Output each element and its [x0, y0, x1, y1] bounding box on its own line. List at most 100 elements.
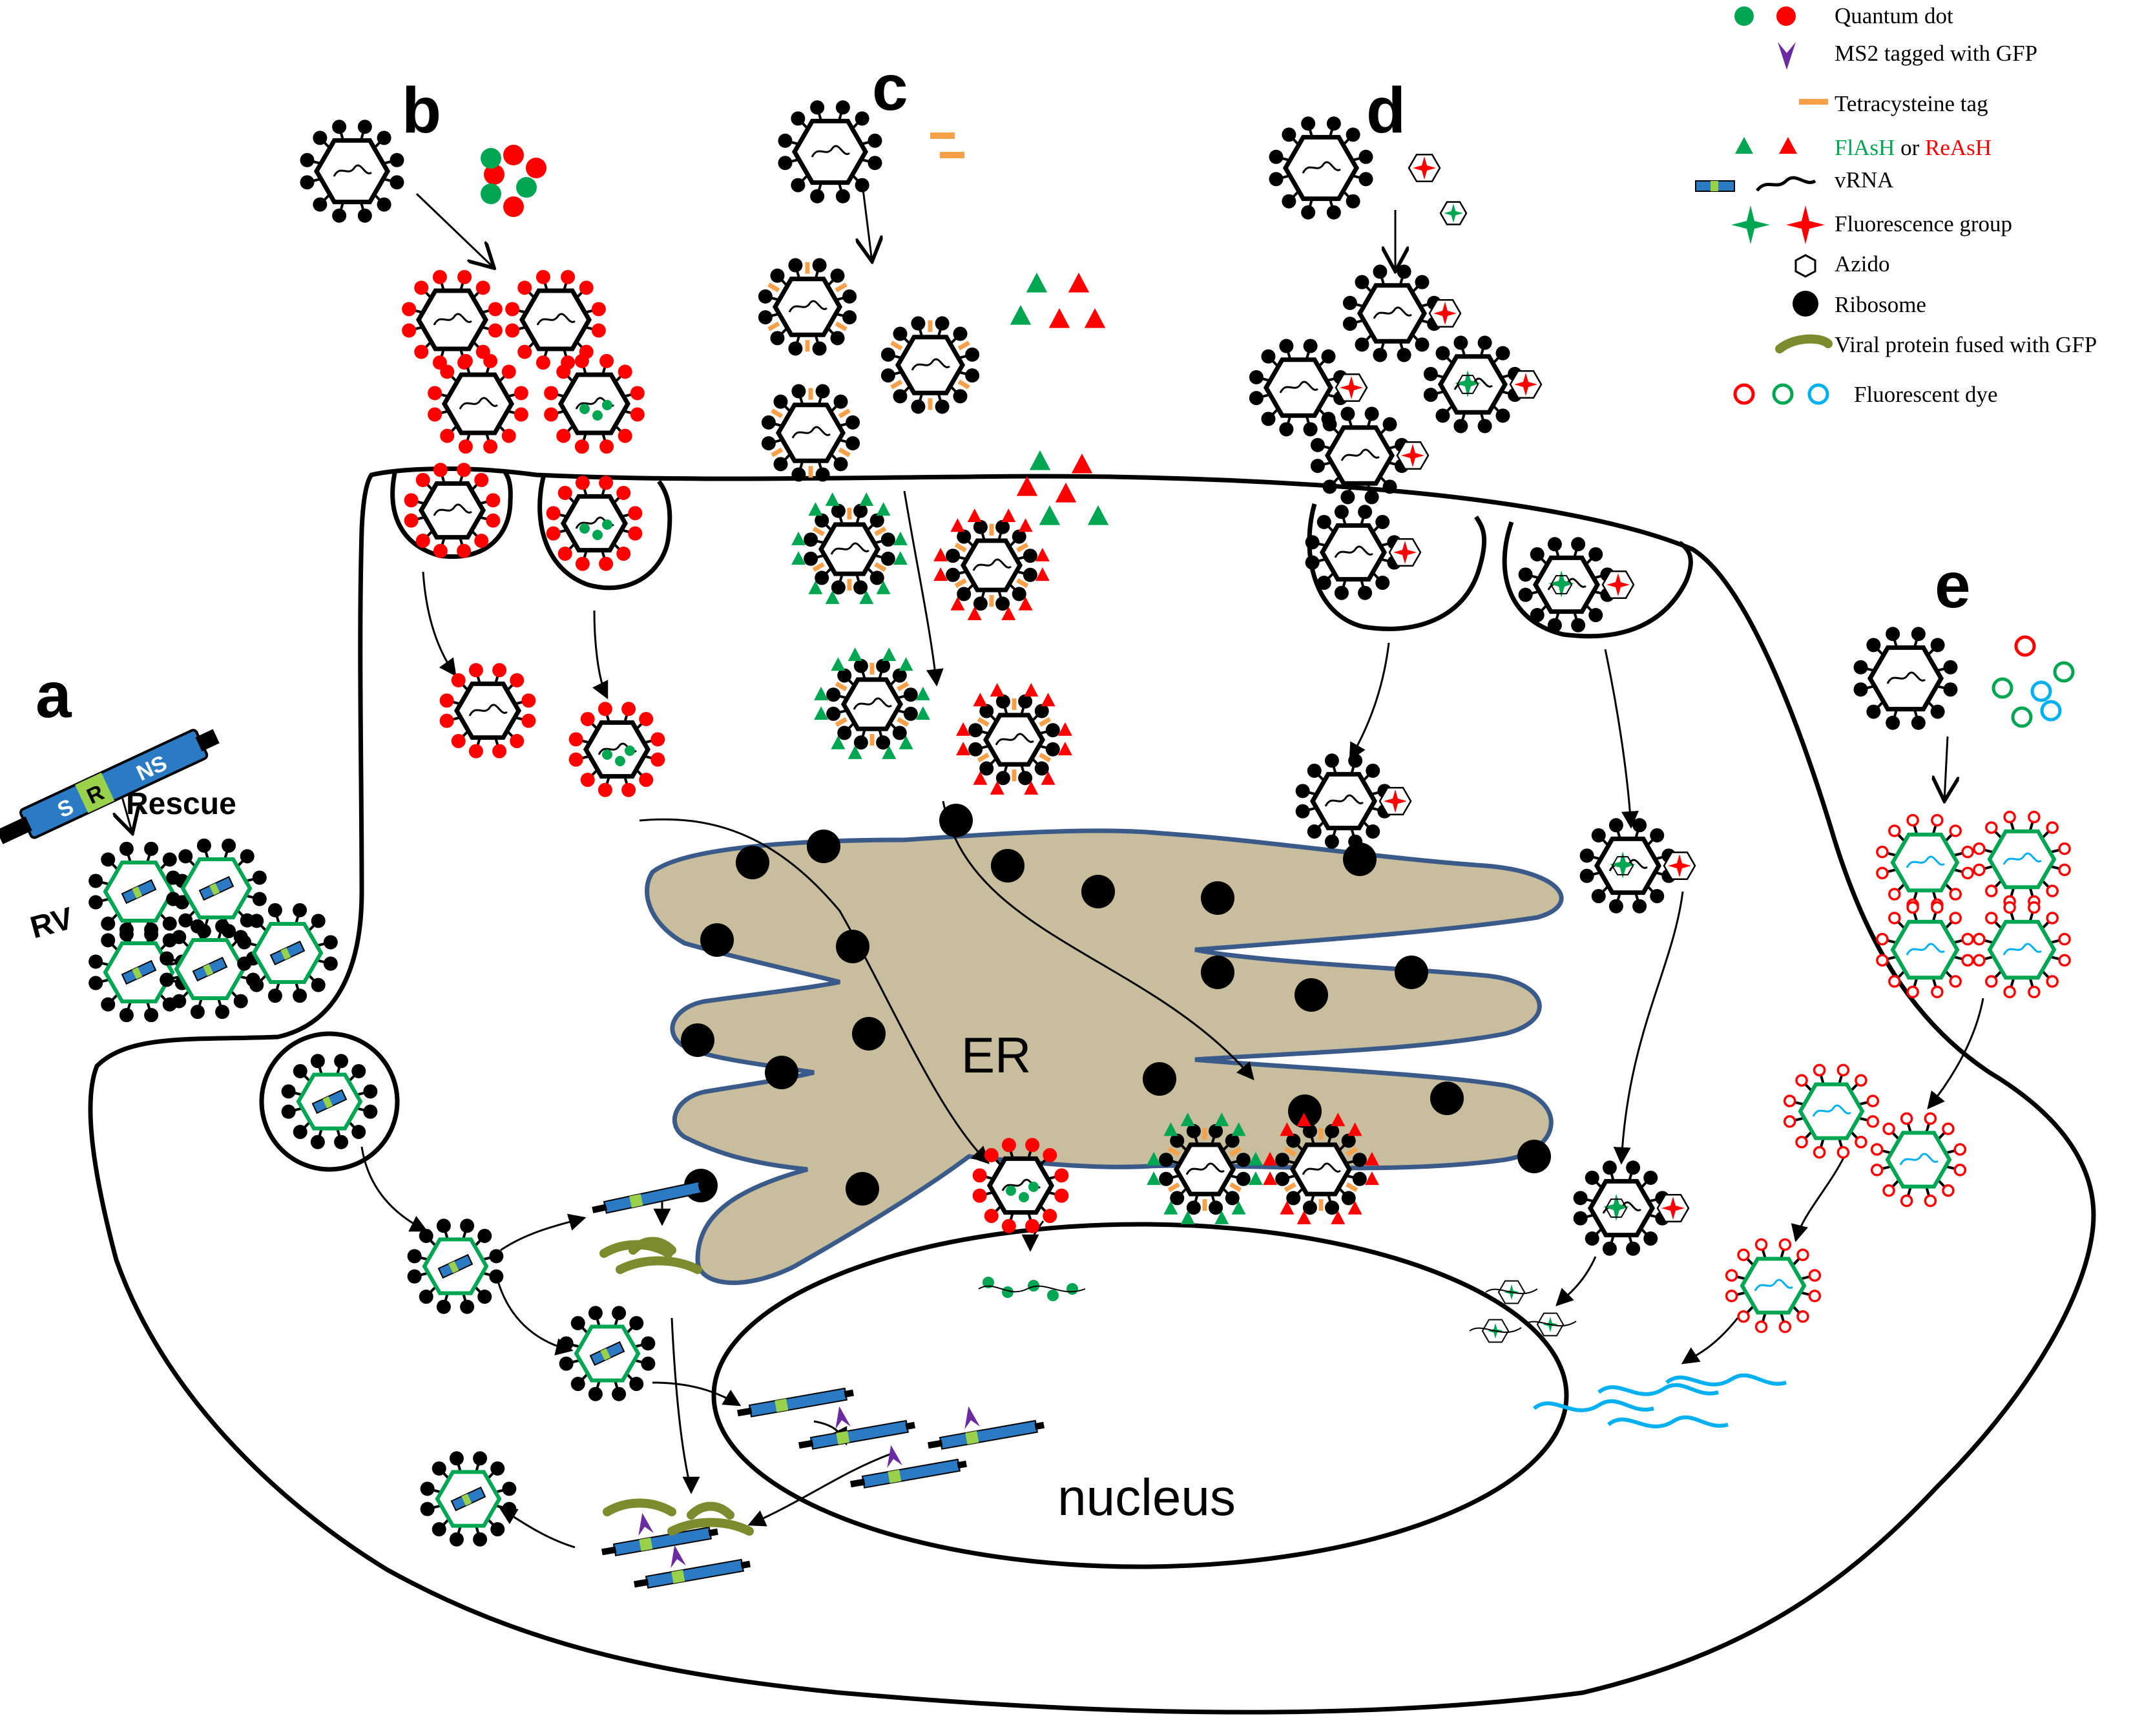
genome-segment-1455	[927, 1406, 1045, 1450]
legend-tetracysteine-label: Tetracysteine tag	[1835, 91, 1988, 116]
genome-segment-1000	[633, 1545, 751, 1589]
azido-red-fluor-tag	[1378, 786, 1412, 816]
ribosome	[991, 849, 1024, 883]
label-triangle	[1084, 308, 1106, 328]
virion-rv-1	[88, 841, 189, 942]
azido-red-fluor-tag	[1335, 373, 1368, 403]
nucleus-label: nucleus	[1057, 1469, 1236, 1526]
genome-segment-1160	[736, 1387, 854, 1417]
viral-protein-gfp	[603, 1498, 676, 1516]
rv-genome-segment: S R NS	[0, 729, 220, 844]
legend-reash-icon	[1779, 137, 1797, 154]
virion-e-cyto-45	[1783, 1063, 1880, 1159]
ribosome	[765, 1056, 798, 1089]
genome-segment-1255	[798, 1406, 915, 1450]
cell-membrane	[88, 466, 2096, 1715]
pathway-arrow	[903, 490, 944, 687]
quantum-dot	[503, 145, 524, 165]
packaged-genome	[437, 1253, 473, 1279]
ribosome	[1201, 881, 1234, 915]
azido-red-fluor-tag	[1656, 1193, 1690, 1223]
glyph-layer	[88, 100, 2075, 1589]
legend-ms2-label: MS2 tagged with GFP	[1835, 41, 2037, 66]
legend-azido-icon	[1794, 254, 1816, 278]
ribosome	[1201, 956, 1234, 989]
legend-vrna-icon	[1756, 176, 1816, 192]
azido-red-fluor-tag	[1509, 370, 1543, 399]
quantum-dot	[481, 183, 501, 204]
quantum-dot	[516, 177, 537, 198]
pathway-arrow	[1604, 649, 1639, 829]
pathway-arrow	[1681, 1317, 1739, 1365]
virion-e-free-40	[1853, 627, 1958, 730]
quantum-dot	[503, 196, 524, 217]
azido-fluor-free-green	[1439, 201, 1468, 225]
packaged-genome	[311, 1089, 348, 1114]
azido-red-fluor-tag	[1428, 298, 1462, 328]
ribosome	[700, 923, 734, 957]
ribosome	[1143, 1062, 1176, 1096]
viral-protein-gfp	[629, 1237, 676, 1255]
legend: Quantum dot MS2 tagged with GFP Tetracys…	[1695, 3, 2097, 407]
azido-red-fluor-tag	[1663, 851, 1696, 881]
dye-ring	[2053, 661, 2075, 683]
ribosome	[1295, 978, 1328, 1012]
ribosome	[1395, 956, 1428, 989]
released-vrna	[1607, 1415, 1729, 1428]
pathway-arrow	[1613, 891, 1684, 1165]
dye-ring	[2011, 706, 2033, 728]
genome-segment-935	[592, 1180, 709, 1214]
legend-flash-text: FlAsH	[1835, 135, 1895, 160]
virion-b-qd-14	[544, 353, 645, 454]
pathway-arrow	[652, 1381, 742, 1407]
pathway-arrow	[1349, 642, 1390, 761]
virion-b-cyto-18	[568, 702, 665, 797]
uncoated-azido-fragment	[1485, 1280, 1538, 1304]
virion-rv-cyto-7	[407, 1218, 504, 1314]
rescue-label: Rescue	[126, 787, 236, 821]
packaged-genome	[121, 879, 157, 905]
pathway-arrow	[1944, 736, 1948, 801]
virion-d-azido-34	[1310, 406, 1430, 505]
virion-rv-released-9	[420, 1451, 517, 1547]
pathway-arrow	[415, 193, 494, 268]
virion-c-flash-24	[791, 492, 908, 604]
packaged-genome	[198, 875, 234, 901]
legend-quantum-dot-green-icon	[1734, 6, 1754, 26]
virion-d-vesicle-35	[1305, 505, 1422, 600]
ribosome	[1517, 1140, 1551, 1173]
virion-b-er-19	[972, 1138, 1069, 1233]
azido-red-fluor-tag	[1388, 538, 1422, 567]
label-triangle	[1026, 273, 1048, 293]
virion-d-cyto-37	[1295, 753, 1412, 849]
uncoated-azido-fragment	[1469, 1319, 1522, 1343]
released-qd	[1047, 1290, 1059, 1301]
nucleus	[711, 1222, 1569, 1569]
label-triangle	[1039, 505, 1061, 525]
released-qd	[1066, 1283, 1078, 1295]
ribosome	[1288, 1094, 1322, 1128]
label-triangle	[1010, 305, 1032, 325]
arrow-layer	[121, 183, 1984, 1549]
legend-ms2-icon	[1778, 42, 1796, 70]
dye-ring	[2040, 700, 2062, 722]
pathway-arrow	[592, 610, 608, 700]
virion-d-azido-33	[1423, 335, 1543, 434]
virion-e-cyto-46	[1870, 1112, 1967, 1208]
label-triangle	[1087, 505, 1109, 525]
legend-quantum-dot-red-icon	[1776, 6, 1796, 26]
virion-d-er-39	[1573, 1160, 1690, 1256]
virion-c-free-20	[778, 100, 882, 204]
ribosome	[736, 846, 769, 879]
legend-vrna-label: vRNA	[1835, 167, 1894, 193]
virion-d-azido-32	[1249, 339, 1368, 437]
dye-ring	[1992, 677, 2013, 699]
legend-quantum-dot-label: Quantum dot	[1835, 3, 1953, 28]
label-triangle	[1048, 308, 1070, 328]
legend-flash-icon	[1735, 137, 1753, 154]
virion-b-qd-12	[505, 269, 606, 370]
panel-label-c: c	[872, 52, 908, 124]
quantum-dot	[526, 158, 546, 178]
legend-viral-protein-label: Viral protein fused with GFP	[1835, 332, 2097, 357]
